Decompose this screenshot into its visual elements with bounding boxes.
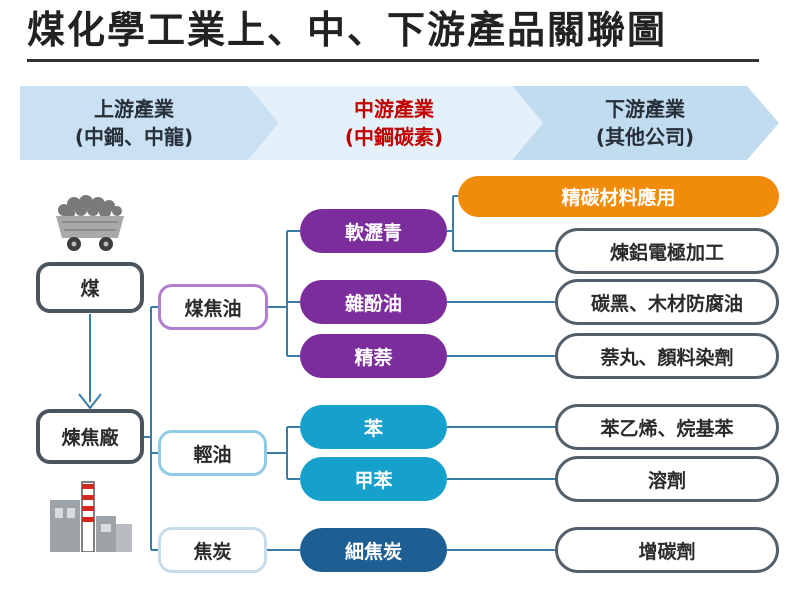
phenol-oil-box: 雜酚油	[300, 280, 447, 324]
carbon-black-app-box: 碳黑、木材防腐油	[555, 279, 779, 325]
naphthalene-box: 精萘	[300, 334, 447, 378]
factory-chimney-icon	[50, 481, 132, 552]
stage-midstream-arrow	[248, 86, 543, 160]
light-oil-box: 輕油	[158, 430, 267, 476]
stage-midstream-title: 中游產業	[354, 97, 434, 121]
coking-plant-box: 煉焦廠	[36, 409, 144, 464]
stage-upstream-arrow	[20, 86, 279, 160]
stage-upstream: 上游產業 (中鋼、中龍)	[20, 86, 248, 160]
benzene-box: 苯	[300, 405, 447, 449]
fine-carbon-app-box: 精碳材料應用	[458, 176, 779, 217]
fine-coke-box: 細焦炭	[300, 528, 447, 572]
toluene-box: 甲苯	[300, 457, 447, 501]
stage-downstream: 下游產業 (其他公司)	[540, 86, 750, 160]
stage-midstream-companies: (中鋼碳素)	[344, 125, 444, 149]
coal-mine-cart-icon	[56, 195, 124, 251]
stage-upstream-companies: (中鋼、中龍)	[74, 125, 194, 149]
stage-upstream-title: 上游產業	[94, 97, 174, 121]
recarburizer-app-box: 增碳劑	[555, 527, 779, 573]
coal-tar-box: 煤焦油	[158, 284, 268, 330]
title-underline	[27, 59, 759, 62]
coke-box: 焦炭	[158, 527, 267, 573]
page-title: 煤化學工業上、中、下游產品關聯圖	[27, 8, 668, 52]
stage-downstream-arrow	[512, 86, 779, 160]
stage-midstream: 中游產業 (中鋼碳素)	[276, 86, 512, 160]
stage-downstream-title: 下游產業	[605, 97, 685, 121]
stage-downstream-companies: (其他公司)	[595, 125, 695, 149]
electrode-app-box: 煉鋁電極加工	[555, 228, 779, 274]
solvent-app-box: 溶劑	[555, 456, 779, 502]
naphthalene-balls-app-box: 萘丸、顏料染劑	[555, 333, 779, 379]
coal-to-plant-arrowhead	[78, 393, 102, 410]
styrene-app-box: 苯乙烯、烷基苯	[555, 404, 779, 450]
soft-pitch-box: 軟瀝青	[300, 209, 447, 253]
coal-box: 煤	[36, 262, 144, 313]
